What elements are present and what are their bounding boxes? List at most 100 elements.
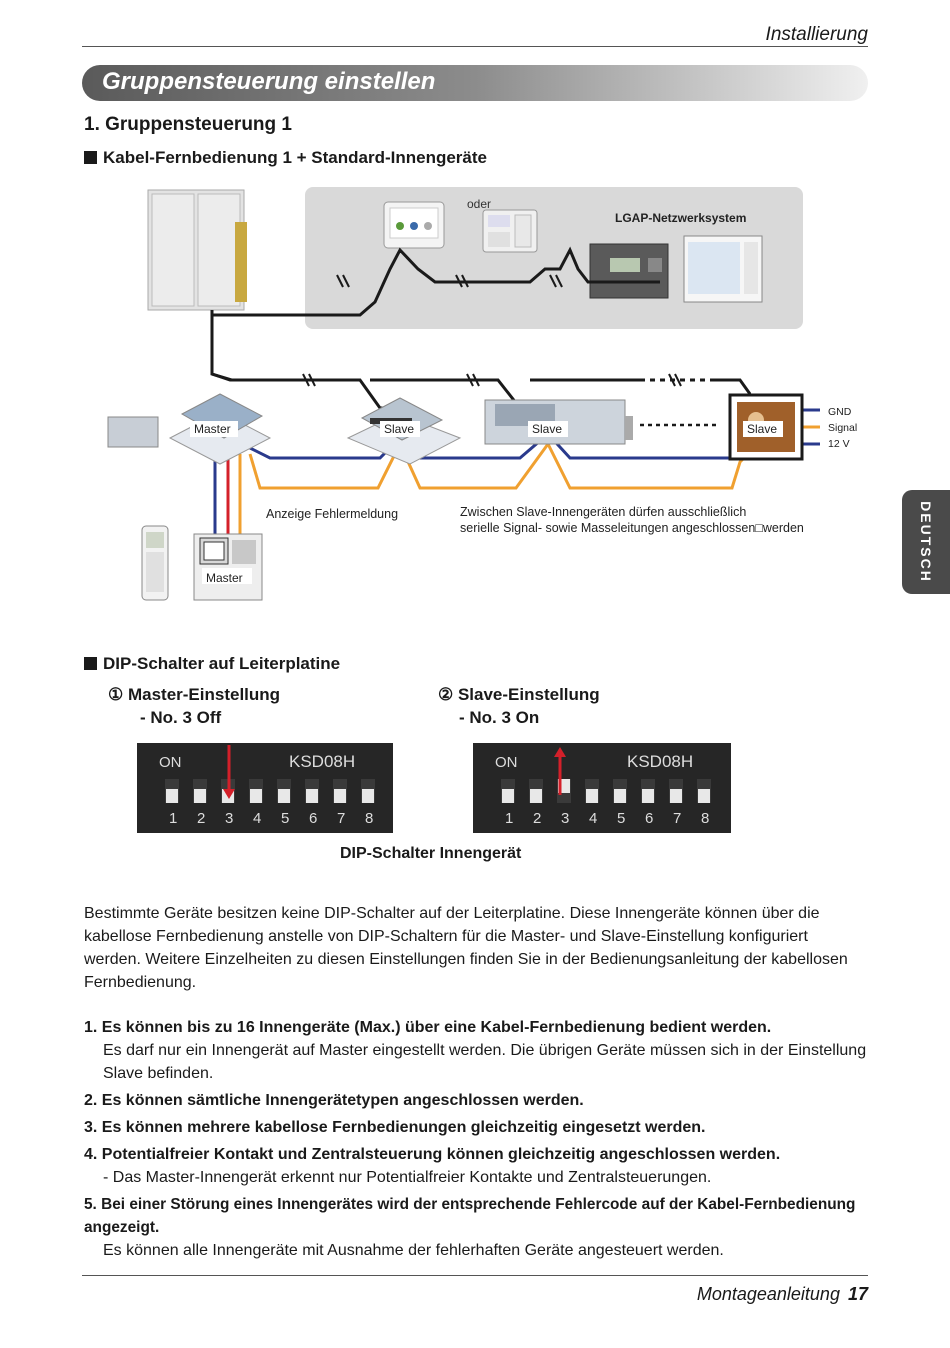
dip-toggle-knob	[502, 789, 514, 803]
dip-toggle-knob	[334, 789, 346, 803]
signal-signal-label: Signal	[828, 422, 857, 434]
dip-number: 2	[533, 810, 541, 827]
dip-number: 7	[337, 810, 345, 827]
dip-number: 4	[589, 810, 597, 827]
wiring-diagram: oder LGAP-Netzwerksystem	[107, 187, 857, 601]
subheading-wired-remote: Kabel-Fernbedienung 1 + Standard-Innenge…	[84, 148, 487, 168]
master-setting-block: ① Master-Einstellung - No. 3 Off	[108, 683, 280, 729]
list-item: 3. Es können mehrere kabellose Fernbedie…	[84, 1116, 874, 1139]
keypad-controller-icon	[482, 209, 538, 253]
dip-number: 8	[701, 810, 709, 827]
dip-number: 6	[309, 810, 317, 827]
dip-number-row: 1 2 3 4 5 6 7 8	[505, 810, 709, 827]
dip-switch-master: ON KSD08H 1 2 3 4 5 6 7 8	[137, 743, 393, 833]
outdoor-unit	[147, 189, 247, 311]
dip-toggle-knob	[362, 789, 374, 803]
dip-toggle-knob	[698, 789, 710, 803]
dip-toggle-knob	[194, 789, 206, 803]
dip-toggle-knob	[250, 789, 262, 803]
pc-software-icon	[683, 235, 763, 303]
dip-number: 7	[673, 810, 681, 827]
list-item-lead: 1. Es können bis zu 16 Innengeräte (Max.…	[84, 1019, 772, 1036]
list-item-detail: Es darf nur ein Innengerät auf Master ei…	[103, 1042, 867, 1082]
dip-number: 5	[617, 810, 625, 827]
dip-toggle-knob	[642, 789, 654, 803]
section-title: Installierung	[765, 24, 868, 45]
subheading-text: Kabel-Fernbedienung 1 + Standard-Innenge…	[103, 148, 487, 167]
dip-heading-text: DIP-Schalter auf Leiterplatine	[103, 654, 341, 673]
dip-toggle-knob	[166, 789, 178, 803]
dip-number: 3	[561, 810, 569, 827]
list-item-lead: 4. Potentialfreier Kontakt und Zentralst…	[84, 1146, 781, 1163]
dip-number: 5	[281, 810, 289, 827]
list-item: 1. Es können bis zu 16 Innengeräte (Max.…	[84, 1016, 874, 1085]
dip-switch-row	[165, 779, 375, 803]
remote-cables	[213, 454, 242, 540]
unit-label-slave-3: Slave	[747, 422, 777, 436]
dip-number-row: 1 2 3 4 5 6 7 8	[169, 810, 373, 827]
dip-number: 4	[253, 810, 261, 827]
down-arrow-head-icon	[223, 789, 235, 799]
dip-toggle-knob	[278, 789, 290, 803]
dip-number: 1	[505, 810, 513, 827]
error-display-note: Anzeige Fehlermeldung	[266, 507, 398, 521]
list-item-lead: 5. Bei einer Störung eines Innengerätes …	[84, 1196, 856, 1236]
unit-label-slave-1: Slave	[384, 422, 414, 436]
up-arrow-head-icon	[554, 747, 566, 757]
lgap-label: LGAP-Netzwerksystem	[615, 211, 746, 225]
square-bullet-icon	[84, 657, 97, 670]
unit-label-master: Master	[194, 422, 231, 436]
dip-on-label: ON	[495, 754, 518, 771]
gateway-device-icon	[589, 243, 669, 299]
cassette-unit-slave	[346, 397, 462, 465]
touch-controller-icon	[383, 201, 445, 249]
unit-label-slave-2: Slave	[532, 422, 562, 436]
list-item-detail: - Das Master-Innengerät erkennt nur Pote…	[103, 1169, 712, 1186]
dip-number: 1	[169, 810, 177, 827]
wired-remote-icon	[193, 533, 263, 601]
dip-number: 2	[197, 810, 205, 827]
dip-toggle-knob	[586, 789, 598, 803]
label-bg	[190, 421, 238, 437]
receiver-unit-icon	[107, 416, 159, 448]
label-bg	[202, 568, 252, 584]
dip-heading: DIP-Schalter auf Leiterplatine	[84, 654, 340, 674]
banner-title: Gruppensteuerung einstellen	[102, 68, 436, 95]
dip-on-label: ON	[159, 754, 182, 771]
square-bullet-icon	[84, 151, 97, 164]
list-item: 5. Bei einer Störung eines Innengerätes …	[84, 1193, 874, 1262]
label-bg	[380, 421, 420, 437]
language-tab: DEUTSCH	[902, 490, 950, 594]
notes-list: 1. Es können bis zu 16 Innengeräte (Max.…	[84, 1016, 874, 1266]
dip-toggle-knob	[670, 789, 682, 803]
dip-number: 3	[225, 810, 233, 827]
slave-note-line2: serielle Signal- sowie Masseleitungen an…	[460, 521, 804, 535]
info-paragraph: Bestimmte Geräte besitzen keine DIP-Scha…	[84, 905, 848, 991]
heading-group-control: 1. Gruppensteuerung 1	[84, 114, 292, 135]
remote-master-label: Master	[206, 571, 243, 585]
header-rule	[82, 46, 868, 47]
dip-toggle-knob	[614, 789, 626, 803]
dip-model-label: KSD08H	[289, 752, 355, 771]
dip-caption: DIP-Schalter Innengerät	[340, 845, 522, 862]
list-item-detail: Es können alle Innengeräte mit Ausnahme …	[103, 1242, 724, 1259]
slave-setting-block: ② Slave-Einstellung - No. 3 On	[438, 683, 600, 729]
footer-manual-title: Montageanleitung	[696, 1284, 840, 1304]
list-item-lead: 3. Es können mehrere kabellose Fernbedie…	[84, 1119, 706, 1136]
dip-model-label: KSD08H	[627, 752, 693, 771]
network-wire	[210, 246, 660, 317]
list-item-lead: 2. Es können sämtliche Innengerätetypen …	[84, 1092, 584, 1109]
signal-12v-label: 12 V	[828, 438, 850, 450]
dip-toggle-knob	[530, 789, 542, 803]
wireless-remote-icon	[141, 525, 169, 601]
dip-toggle-knob	[306, 789, 318, 803]
language-tab-label: DEUTSCH	[918, 501, 934, 583]
master-setting-title: ① Master-Einstellung	[108, 685, 281, 704]
dip-switch-slave: ON KSD08H 1 2 3 4 5 6 7 8	[473, 743, 731, 833]
list-item: 2. Es können sämtliche Innengerätetypen …	[84, 1089, 874, 1112]
footer-rule	[82, 1275, 868, 1276]
signal-gnd-label: GND	[828, 406, 852, 418]
list-item: 4. Potentialfreier Kontakt und Zentralst…	[84, 1143, 874, 1189]
label-bg	[743, 421, 783, 437]
